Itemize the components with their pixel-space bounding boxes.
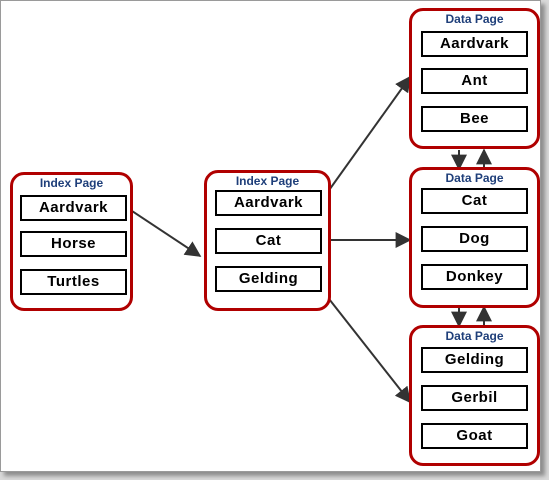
arrow-mid-gelding-to-data-page-3: [321, 289, 411, 404]
key-cat: Cat: [421, 188, 528, 214]
page-title: Index Page: [39, 176, 104, 190]
page-title: Data Page: [445, 12, 504, 26]
key-goat: Goat: [421, 423, 528, 449]
data-page-1: Data Page Aardvark Ant Bee: [409, 8, 540, 149]
key-aardvark: Aardvark: [215, 190, 322, 216]
arrow-root-aardvark-to-mid-index: [125, 206, 202, 257]
page-title: Index Page: [235, 174, 300, 188]
arrow-mid-aardvark-to-data-page-1: [321, 75, 411, 201]
key-aardvark: Aardvark: [20, 195, 127, 221]
data-page-3: Data Page Gelding Gerbil Goat: [409, 325, 540, 466]
key-donkey: Donkey: [421, 264, 528, 290]
data-page-2: Data Page Cat Dog Donkey: [409, 167, 540, 308]
key-dog: Dog: [421, 226, 528, 252]
mid-index-page: Index Page Aardvark Cat Gelding: [204, 170, 331, 311]
root-index-page: Index Page Aardvark Horse Turtles: [10, 172, 133, 311]
page-title: Data Page: [445, 329, 504, 343]
key-gerbil: Gerbil: [421, 385, 528, 411]
key-gelding: Gelding: [215, 266, 322, 292]
key-horse: Horse: [20, 231, 127, 257]
key-gelding: Gelding: [421, 347, 528, 373]
key-turtles: Turtles: [20, 269, 127, 295]
key-aardvark: Aardvark: [421, 31, 528, 57]
key-bee: Bee: [421, 106, 528, 132]
key-cat: Cat: [215, 228, 322, 254]
key-ant: Ant: [421, 68, 528, 94]
page-title: Data Page: [445, 171, 504, 185]
